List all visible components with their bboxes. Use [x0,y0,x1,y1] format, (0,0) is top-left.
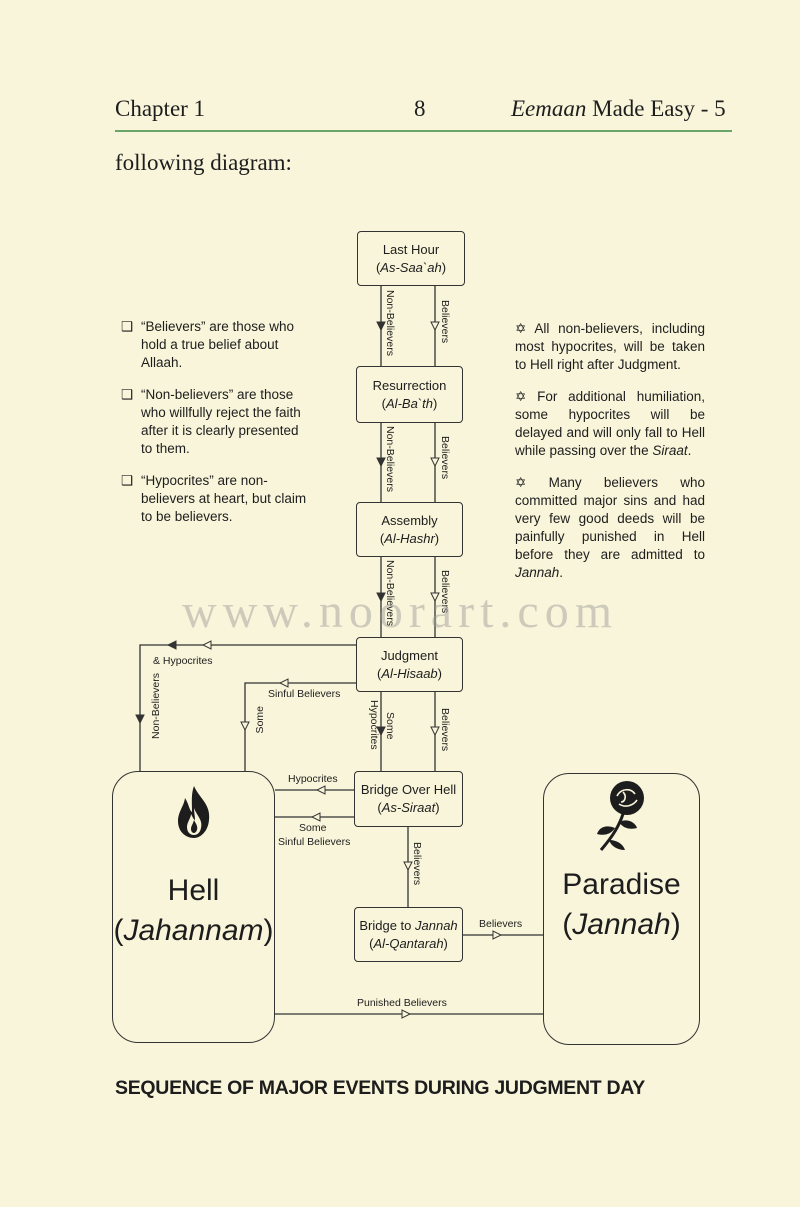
note-text: All non-believers, including most hypocr… [515,321,705,372]
diagram-caption: SEQUENCE OF MAJOR EVENTS DURING JUDGMENT… [115,1077,645,1099]
resurrection-subtitle: (Al-Ba`th) [381,395,438,411]
non-believers-to-hell-label: Non-Believers [150,673,162,739]
paradise-arabic: Jannah [572,908,671,941]
book-title-italic: Eemaan [511,96,587,121]
last-hour-box: Last Hour (As-Saa`ah) [357,231,465,286]
believers-label: Believers [439,708,451,752]
bridge-to-jannah-title: Bridge to Jannah [355,917,462,935]
chapter-label: Chapter 1 [115,96,206,121]
note-end: . [559,565,564,580]
note-italic: Siraat [652,443,688,458]
some-label: Some [254,706,266,734]
hell-box: Hell (Jahannam) [112,771,275,1043]
bridge-over-hell-arabic: As-Siraat [381,800,436,815]
bridge-over-hell-title: Bridge Over Hell [360,782,457,797]
some-label: Some [299,822,327,834]
believers-label: Believers [411,842,423,886]
believers-to-paradise-label: Believers [479,918,523,930]
hypocrites-label: Hypocrites [368,700,380,750]
believers-label: Believers [439,570,451,614]
left-notes: ❑ “Believers” are those who hold a true b… [121,318,307,540]
last-hour-arabic: As-Saa`ah [380,259,442,275]
judgment-title: Judgment [380,647,439,663]
bridge-over-hell-box: Bridge Over Hell (As-Siraat) [354,771,463,827]
last-hour-subtitle: (As-Saa`ah) [375,259,447,275]
judgment-subtitle: (Al-Hisaab) [376,665,443,681]
punished-believers-label: Punished Believers [357,997,447,1009]
resurrection-arabic: Al-Ba`th [386,395,433,411]
and-hypocrites-label: & Hypocrites [153,655,213,667]
note-text: are non-believers at heart, but claim to… [141,473,307,524]
star-icon: ✡ [515,475,549,490]
assembly-subtitle: (Al-Hashr) [379,530,440,546]
bridge-to-jannah-subtitle: (Al-Qantarah) [369,935,448,951]
watermark: www.noorart.com [181,585,619,638]
believers-label: Believers [439,436,451,480]
note-some-hypocrites: ✡ For additional humiliation, some hypoc… [515,388,705,460]
note-end: . [687,443,692,458]
non-believers-label: Non-Believers [384,560,396,626]
judgment-arabic: Al-Hisaab [381,665,438,681]
note-non-believers: ❑ “Non-believers” are those who willfully… [121,386,307,458]
note-text: are those who hold a true belief about A… [141,319,295,370]
note-text: For additional humiliation, some hypocri… [515,389,705,458]
some-label: Some [384,712,396,740]
bridge-to-jannah-arabic: Al-Qantarah [373,935,444,951]
judgment-box: Judgment (Al-Hisaab) [356,637,463,692]
note-italic: Jannah [515,565,560,580]
star-icon: ✡ [515,389,538,404]
paradise-subtitle: (Jannah) [562,908,681,941]
resurrection-box: Resurrection (Al-Ba`th) [356,366,463,423]
believers-label: Believers [439,300,451,344]
note-believers: ❑ “Believers” are those who hold a true b… [121,318,307,372]
bridge-to-jannah-box: Bridge to Jannah (Al-Qantarah) [354,907,463,962]
note-text: are those who willfully reject the faith… [141,387,301,456]
right-notes: ✡ All non-believers, including most hypo… [515,320,705,596]
header-rule [115,130,732,132]
assembly-title: Assembly [381,512,438,528]
checkbox-icon: ❑ [121,319,134,334]
assembly-box: Assembly (Al-Hashr) [356,502,463,557]
note-term: “Hypocrites” [141,473,214,488]
paradise-title: Paradise [562,868,681,901]
note-hypocrites: ❑ “Hypocrites” are non-believers at heart… [121,472,307,526]
flame-icon [177,786,209,838]
star-icon: ✡ [515,321,535,336]
sinful-believers-label: Sinful Believers [278,836,351,848]
bridge-over-hell-subtitle: (As-Siraat) [377,800,440,815]
non-believers-label: Non-Believers [384,426,396,492]
bridge-to-jannah-prefix: Bridge to [359,917,415,933]
paradise-box: Paradise (Jannah) [543,773,700,1045]
hell-subtitle: (Jahannam) [113,914,274,947]
intro-text: following diagram: [115,150,292,175]
book-title-rest: Made Easy - 5 [586,96,726,121]
note-term: “Believers” [141,319,206,334]
non-believers-label: Non-Believers [384,290,396,356]
checkbox-icon: ❑ [121,473,134,488]
rose-icon [596,781,644,851]
book-title: Eemaan Made Easy - 5 [511,96,726,122]
assembly-arabic: Al-Hashr [384,530,435,546]
note-all-non-believers: ✡ All non-believers, including most hypo… [515,320,705,374]
resurrection-title: Resurrection [372,377,447,393]
note-text: Many believers who committed major sins … [515,475,705,562]
hell-arabic: Jahannam [123,914,264,947]
checkbox-icon: ❑ [121,387,134,402]
sinful-believers-label: Sinful Believers [268,688,341,700]
last-hour-title: Last Hour [382,241,440,257]
page-number: 8 [414,96,426,121]
hypocrites-siraat-label: Hypocrites [288,773,338,785]
note-term: “Non-believers” [141,387,234,402]
note-many-believers: ✡ Many believers who committed major sin… [515,474,705,582]
bridge-to-jannah-italic: Jannah [415,917,458,933]
hell-title: Hell [167,874,220,907]
